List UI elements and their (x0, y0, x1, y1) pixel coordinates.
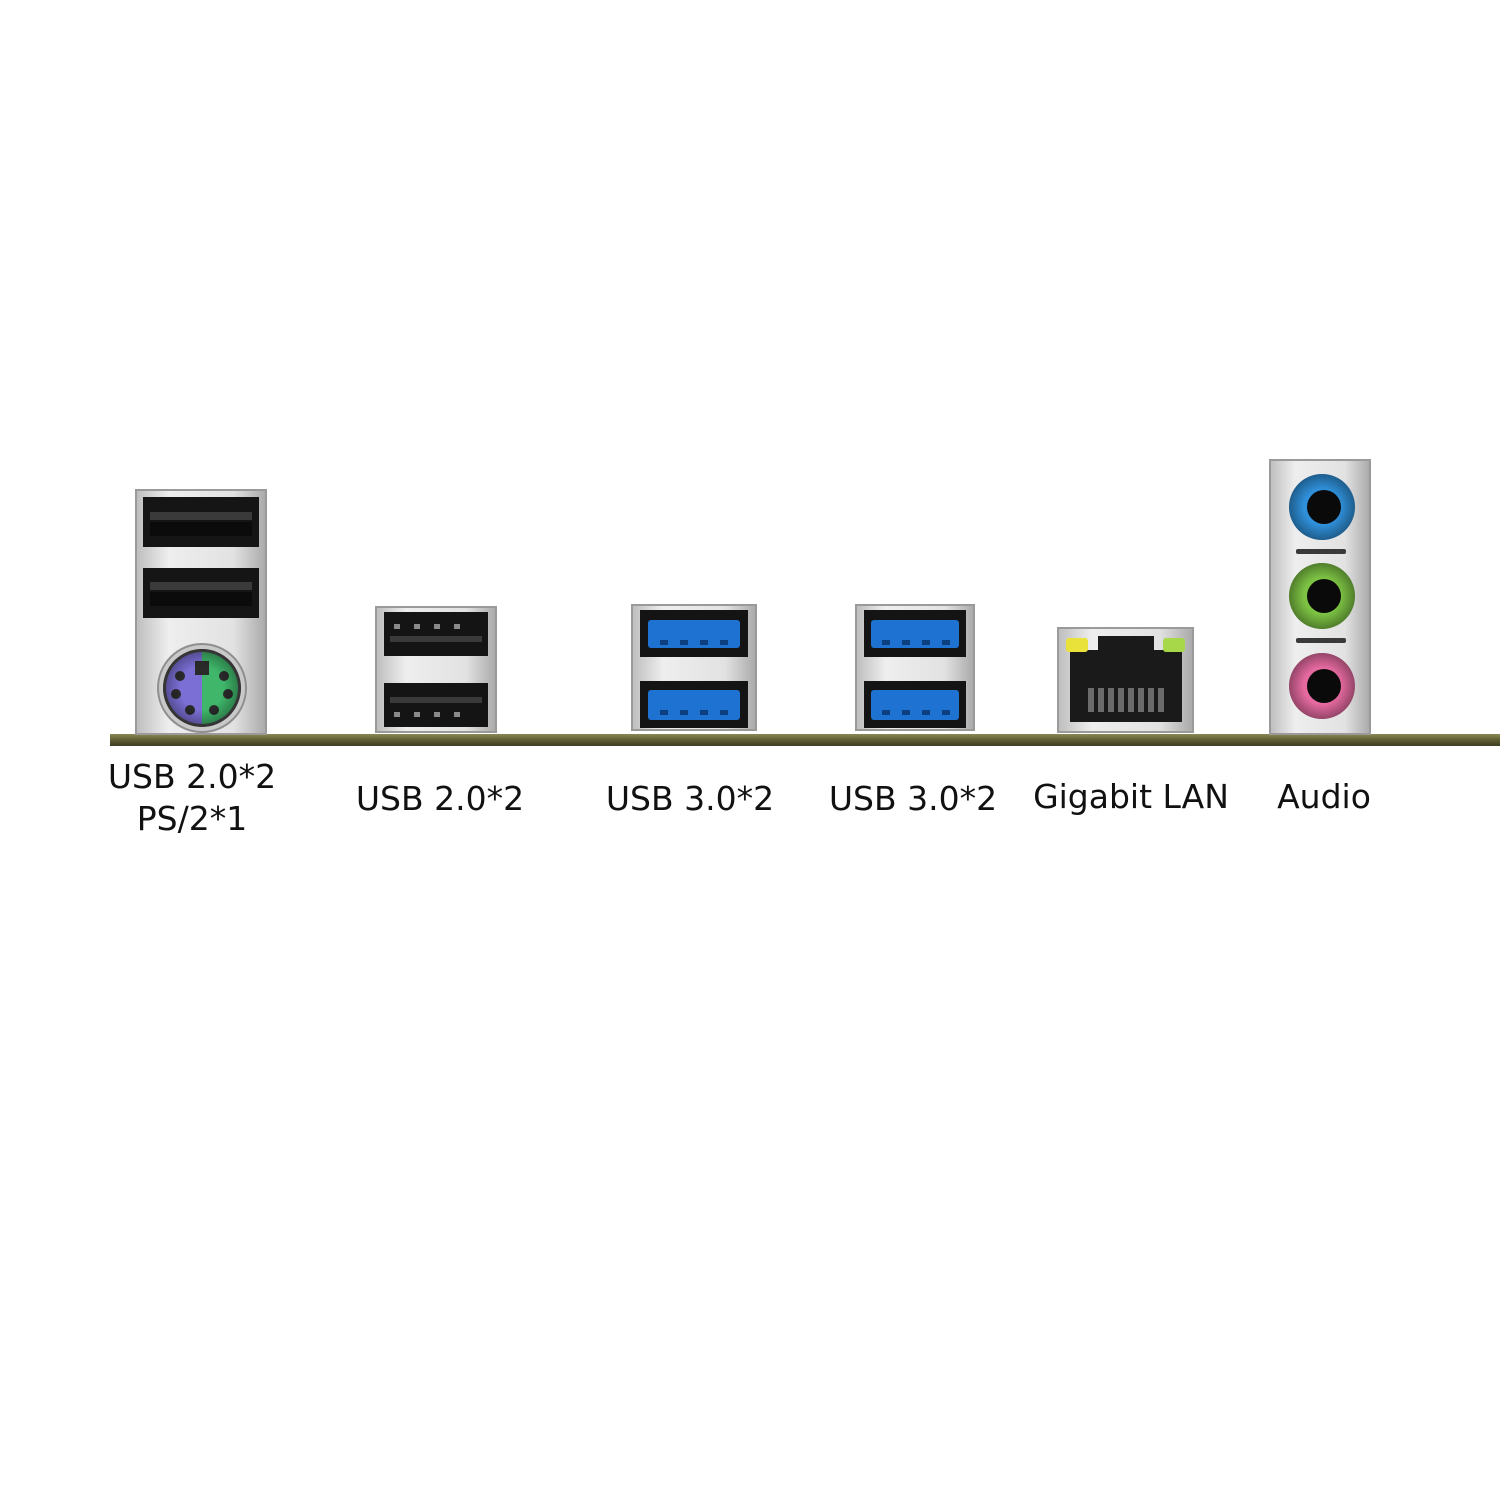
label-audio: Audio (1244, 776, 1404, 818)
usb3-stack-b (855, 604, 975, 731)
usb2-stack (375, 606, 497, 733)
label-line: PS/2*1 (136, 799, 248, 838)
audio-jack-green[interactable] (1289, 563, 1355, 629)
lan-port[interactable] (1057, 627, 1194, 733)
usb3-stack-a (631, 604, 757, 731)
audio-jack-blue[interactable] (1289, 474, 1355, 540)
usb2-port-bottom-left-stack[interactable] (143, 568, 259, 618)
pcb-edge (110, 734, 1500, 746)
label-line: USB 2.0*2 (355, 779, 525, 818)
usb3-port-a-bottom[interactable] (640, 681, 748, 728)
label-line: USB 2.0*2 (107, 757, 277, 796)
audio-stack (1269, 459, 1371, 735)
label-usb3-b: USB 3.0*2 (813, 778, 1013, 820)
usb3-port-b-top[interactable] (864, 610, 966, 657)
usb3-port-b-bottom[interactable] (864, 681, 966, 728)
usb3-port-a-top[interactable] (640, 610, 748, 657)
label-lan: Gigabit LAN (1016, 776, 1246, 818)
lan-led-right-icon (1163, 638, 1185, 652)
label-line: USB 3.0*2 (828, 779, 998, 818)
label-line: Audio (1277, 777, 1371, 816)
usb2-port-bottom[interactable] (384, 683, 488, 727)
usb2-ps2-stack (135, 489, 267, 735)
label-usb2: USB 2.0*2 (340, 778, 540, 820)
label-usb3-a: USB 3.0*2 (590, 778, 790, 820)
label-line: USB 3.0*2 (605, 779, 775, 818)
lan-led-left-icon (1066, 638, 1088, 652)
ps2-port[interactable] (157, 643, 247, 733)
audio-jack-pink[interactable] (1289, 653, 1355, 719)
usb2-port-top[interactable] (384, 612, 488, 656)
label-line: Gigabit LAN (1033, 777, 1229, 816)
usb2-port-top-left-stack[interactable] (143, 497, 259, 547)
label-usb2-ps2: USB 2.0*2 PS/2*1 (92, 756, 292, 840)
